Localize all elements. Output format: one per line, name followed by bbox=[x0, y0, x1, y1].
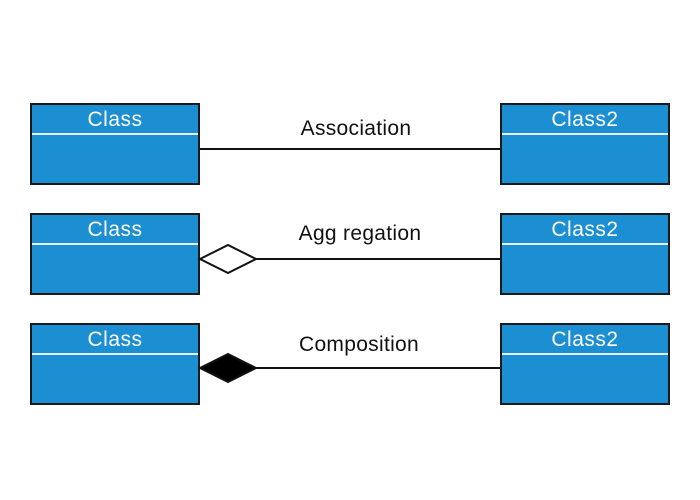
class-name: Class bbox=[32, 325, 198, 355]
filled-diamond-icon bbox=[197, 352, 259, 384]
hollow-diamond-icon bbox=[197, 243, 259, 275]
class-name: Class2 bbox=[502, 105, 668, 135]
target-class-box-composition[interactable]: Class2 bbox=[500, 323, 670, 405]
composition-label: Composition bbox=[298, 333, 420, 356]
class-body bbox=[32, 135, 198, 183]
source-class-box-aggregation[interactable]: Class bbox=[30, 213, 200, 295]
source-class-box-composition[interactable]: Class bbox=[30, 323, 200, 405]
class-body bbox=[502, 135, 668, 183]
class-body bbox=[32, 245, 198, 293]
class-body bbox=[502, 245, 668, 293]
class-name: Class bbox=[32, 215, 198, 245]
source-class-box-association[interactable]: Class bbox=[30, 103, 200, 185]
class-body bbox=[32, 355, 198, 403]
target-class-box-aggregation[interactable]: Class2 bbox=[500, 213, 670, 295]
class-body bbox=[502, 355, 668, 403]
target-class-box-association[interactable]: Class2 bbox=[500, 103, 670, 185]
class-name: Class2 bbox=[502, 215, 668, 245]
class-name: Class2 bbox=[502, 325, 668, 355]
class-name: Class bbox=[32, 105, 198, 135]
association-label: Association bbox=[300, 117, 412, 140]
aggregation-label: Agg regation bbox=[298, 222, 422, 245]
